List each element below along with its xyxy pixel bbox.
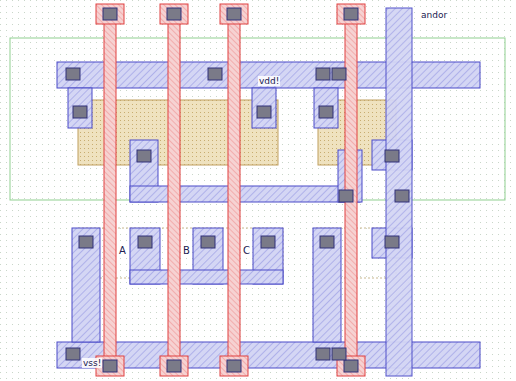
label-holder: andor (420, 4, 448, 22)
label-holder: A (118, 240, 127, 258)
pin-label: andor (420, 10, 448, 20)
label-holder: C (242, 240, 251, 258)
pin-label: C (242, 245, 251, 256)
label-holder: vss! (82, 352, 102, 370)
label-holder: vdd! (258, 70, 280, 88)
pin-label: B (182, 245, 191, 256)
pin-label: vss! (82, 358, 102, 368)
label-holder: B (182, 240, 191, 258)
pin-label: A (118, 245, 127, 256)
pin-label: vdd! (258, 76, 280, 86)
